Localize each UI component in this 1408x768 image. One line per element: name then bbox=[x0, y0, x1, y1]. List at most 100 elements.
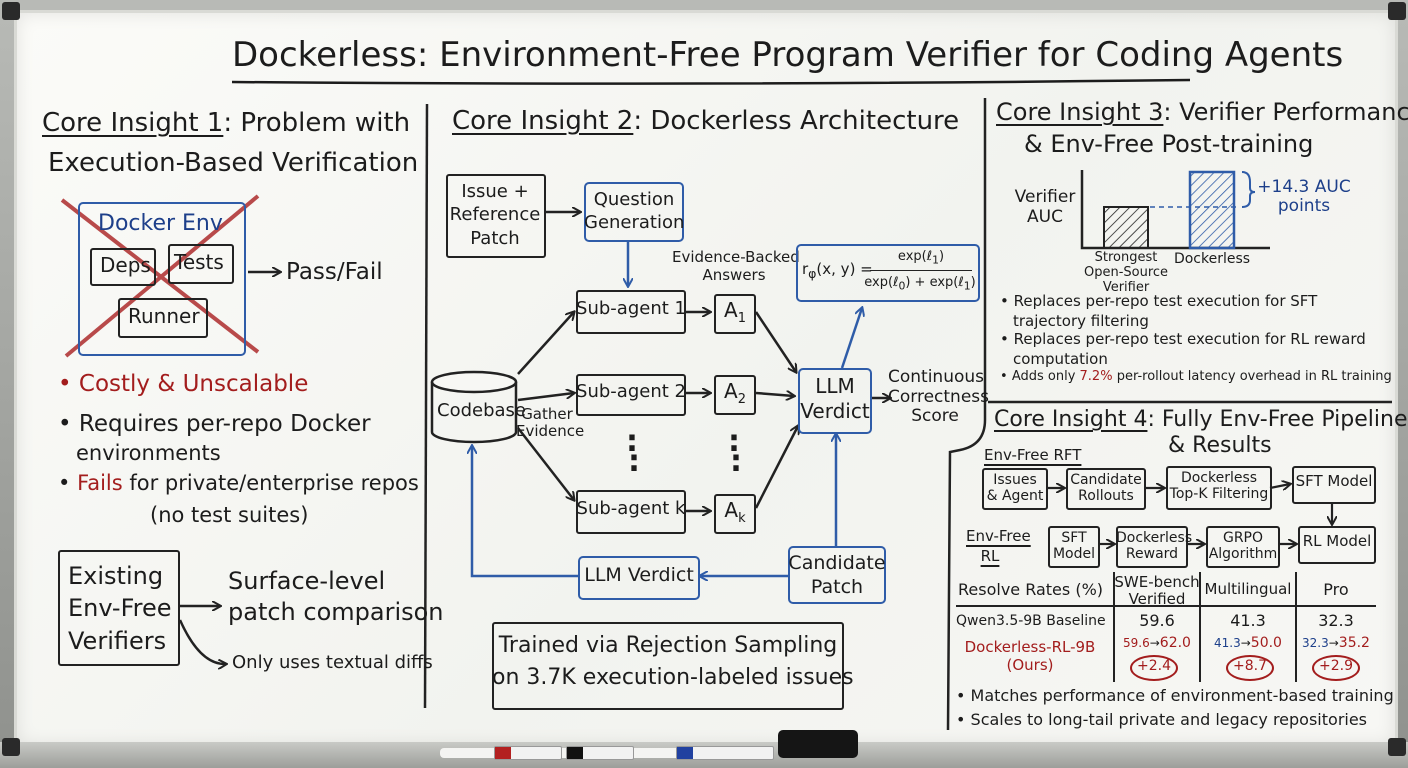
deps-label: Deps bbox=[100, 253, 151, 277]
divider-1-2 bbox=[423, 103, 429, 709]
rl-sft-l2: Model bbox=[1052, 546, 1096, 563]
evidence-l1: Evidence-Backed bbox=[672, 248, 800, 266]
a2-sub: 2 bbox=[737, 392, 746, 407]
p3-bullet-2-line2: computation bbox=[1013, 350, 1108, 368]
rl-grpo-l2: Algorithm bbox=[1208, 546, 1278, 563]
rl-grpo-l1: GRPO bbox=[1222, 530, 1264, 546]
cont-l1: Continuous bbox=[888, 367, 985, 387]
p1-heading-rest: : Problem with bbox=[223, 108, 411, 138]
den-b: ) + exp(ℓ bbox=[905, 275, 964, 290]
trained-l1: Trained via Rejection Sampling bbox=[498, 633, 838, 658]
ours-l2: (Ours) bbox=[1006, 656, 1054, 674]
p1-bullet-requires: • Requires per-repo Docker bbox=[58, 411, 371, 437]
gather-l2: Evidence bbox=[516, 422, 585, 441]
rft-issues-l2: & Agent bbox=[986, 488, 1044, 505]
whiteboard bbox=[14, 10, 1398, 748]
ours-pro-to: 35.2 bbox=[1338, 635, 1370, 651]
cont-l2: Correctness bbox=[888, 386, 989, 407]
question-generation-box bbox=[584, 182, 684, 242]
llm-verdict-bottom-label: LLM Verdict bbox=[584, 564, 694, 586]
delta-oval-swe bbox=[1130, 655, 1178, 681]
arrow-a2-llm bbox=[755, 393, 794, 396]
p2-heading-underlined: Core Insight 2 bbox=[452, 106, 634, 136]
cross-out-line bbox=[64, 194, 260, 358]
rft-cand-l1: Candidate bbox=[1070, 472, 1142, 488]
fails-rest: for private/enterprise repos bbox=[122, 471, 419, 495]
den-b-sub: 1 bbox=[963, 279, 971, 293]
p4-b2-text: Scales to long-tail private and legacy r… bbox=[970, 710, 1368, 729]
existing-l3: Verifiers bbox=[68, 626, 167, 655]
table-cell-ours-swe: 59.6→62.0 bbox=[1114, 636, 1200, 651]
h-swe-l2: Verified bbox=[1128, 589, 1186, 608]
fails-text-line2: (no test suites) bbox=[150, 503, 309, 527]
answer-a2-box bbox=[714, 375, 756, 415]
llm-verdict-bottom-box bbox=[578, 556, 700, 600]
arrow-codebase-subk bbox=[517, 427, 574, 500]
rl-reward-l2: Reward bbox=[1125, 546, 1179, 563]
rl-sft-l1: SFT bbox=[1061, 530, 1087, 546]
ours-pro-arrow: → bbox=[1328, 636, 1339, 650]
gain-brace bbox=[1241, 171, 1256, 208]
title-underline bbox=[231, 78, 1191, 85]
bar-label-dockerless: Dockerless bbox=[1173, 251, 1251, 267]
llm-l2: Verdict bbox=[800, 399, 870, 423]
p3-b1-text: Replaces per-repo test execution for SFT bbox=[1013, 292, 1318, 310]
rl-label-l2: RL bbox=[980, 547, 1000, 566]
qgen-l2: Generation bbox=[584, 212, 685, 234]
bar-dockerless bbox=[1188, 170, 1236, 250]
existing-l2: Env-Free bbox=[68, 594, 172, 623]
p4-b1-text: Matches performance of environment-based… bbox=[970, 686, 1394, 705]
table-cell-ours-pro: 32.3→35.2 bbox=[1296, 636, 1376, 651]
formula-box bbox=[796, 244, 980, 302]
rft-label: Env-Free RFT bbox=[984, 446, 1082, 464]
p1-bullet-fails: • Fails for private/enterprise repos bbox=[58, 471, 419, 495]
rft-filter-l2: Top-K Filtering bbox=[1169, 486, 1269, 503]
arrow-textual bbox=[178, 619, 226, 664]
formula-lhs: rφ(x, y) = bbox=[802, 260, 873, 280]
sub-agent-k-label: Sub-agent k bbox=[576, 498, 686, 519]
p3-bullet-3: • Adds only 7.2% per-rollout latency ove… bbox=[1000, 369, 1392, 384]
ours-swe-to: 62.0 bbox=[1159, 635, 1191, 651]
arrow-ak-llm bbox=[754, 426, 798, 509]
p2-heading: Core Insight 2: Dockerless Architecture bbox=[452, 106, 959, 136]
delta-multi: +8.7 bbox=[1233, 658, 1267, 674]
issue-reference-box bbox=[446, 174, 546, 258]
sub-agent-1-box bbox=[576, 290, 686, 334]
sub-agent-ellipsis: : bbox=[628, 444, 640, 479]
answer-a2-label: A2 bbox=[714, 381, 756, 407]
answer-ak-label: Ak bbox=[714, 500, 756, 526]
p4-bullet-2: • Scales to long-tail private and legacy… bbox=[956, 710, 1368, 729]
formula-fraction-bar bbox=[870, 270, 972, 271]
deps-box bbox=[90, 248, 156, 286]
bar1-l2: Open-Source bbox=[1083, 264, 1169, 280]
p4-bullet-1: • Matches performance of environment-bas… bbox=[956, 686, 1394, 705]
cand-l2: Patch bbox=[810, 575, 864, 598]
requires-text: Requires per-repo Docker bbox=[78, 411, 371, 437]
answer-ak-box bbox=[714, 494, 756, 534]
a1-letter: A bbox=[724, 298, 738, 322]
candidate-patch-box bbox=[788, 546, 886, 604]
llm-l1: LLM bbox=[815, 374, 855, 398]
formula-r: r bbox=[802, 260, 809, 278]
table-cell-baseline-swe: 59.6 bbox=[1139, 611, 1175, 630]
arrow-rft-3 bbox=[1269, 484, 1290, 488]
rft-issues-label: Issues& Agent bbox=[982, 472, 1048, 504]
rft-issues-l1: Issues bbox=[993, 472, 1037, 488]
p1-bullet-costly: • Costly & Unscalable bbox=[58, 371, 309, 397]
p3-bullet-1-line2: trajectory filtering bbox=[1013, 312, 1149, 330]
existing-verifiers-box bbox=[58, 550, 180, 666]
ylabel-l1: Verifier bbox=[1014, 187, 1076, 207]
bar1-l1: Strongest bbox=[1094, 250, 1158, 265]
